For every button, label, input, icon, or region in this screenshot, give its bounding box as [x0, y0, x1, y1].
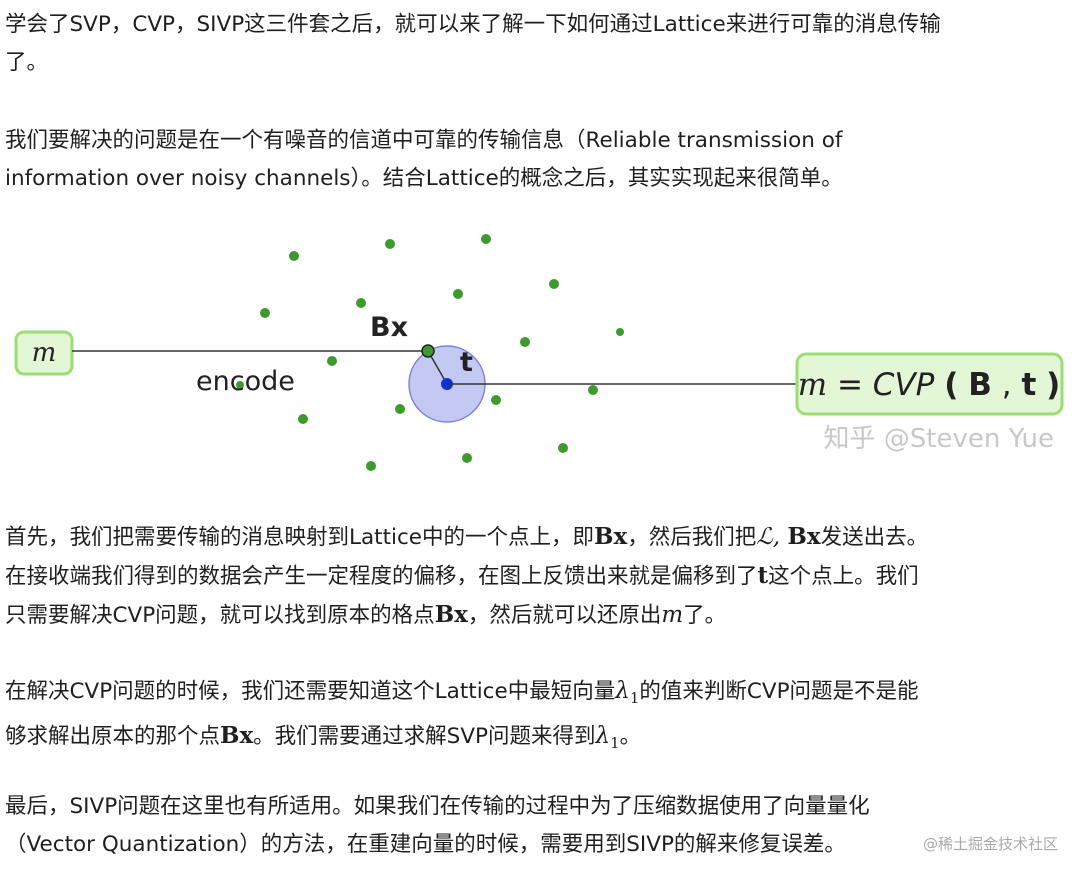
text-run: 的值来判断CVP问题是不是能: [639, 679, 919, 704]
lattice-point: [236, 381, 244, 389]
paragraph-line: 我们要解决的问题是在一个有噪音的信道中可靠的传输信息（Reliable tran…: [5, 128, 843, 153]
text-run: 首先，我们把需要传输的消息映射到Lattice中的一个点上，即: [5, 525, 595, 550]
lattice-point: [453, 289, 463, 299]
math-m: m: [661, 602, 684, 628]
text-run: ，然后就可以还原出: [467, 603, 662, 628]
paragraph-intro: 学会了SVP，CVP，SIVP这三件套之后，就可以来了解一下如何通过Lattic…: [5, 6, 1077, 82]
paragraph-line: 了。: [5, 50, 49, 75]
lattice-diagram: m encode Bx t m = CVP ( B , t ) 知乎 @Stev…: [14, 234, 1064, 471]
paragraph-line: 在接收端我们得到的数据会产生一定程度的偏移，在图上反馈出来就是偏移到了t这个点上…: [5, 557, 1077, 596]
paragraph-line: 只需要解决CVP问题，就可以找到原本的格点Bx，然后就可以还原出m了。: [5, 596, 1077, 635]
result-t: t: [1021, 367, 1036, 403]
text-run: 。: [619, 724, 642, 749]
result-m: m: [798, 367, 827, 403]
lattice-point: [558, 443, 568, 453]
result-cvp: CVP: [873, 367, 935, 403]
lattice-point: [395, 404, 405, 414]
result-paren-close: ): [1046, 367, 1060, 403]
paragraph-line: 够求解出原本的那个点Bx。我们需要通过求解SVP问题来得到λ1。: [5, 717, 1077, 762]
text-run: 只需要解决CVP问题，就可以找到原本的格点: [5, 603, 435, 628]
paragraph-line: 学会了SVP，CVP，SIVP这三件套之后，就可以来了解一下如何通过Lattic…: [5, 12, 941, 37]
text-run: 。我们需要通过求解SVP问题来得到: [253, 724, 596, 749]
lattice-point: [520, 337, 530, 347]
paragraph-sivp: 最后，SIVP问题在这里也有所适用。如果我们在传输的过程中为了压缩数据使用了向量…: [5, 788, 1077, 864]
site-watermark: @稀土掘金技术社区: [922, 835, 1058, 853]
lattice-point: [298, 414, 308, 424]
bx-label: Bx: [370, 312, 408, 343]
paragraph-svp: 在解决CVP问题的时候，我们还需要知道这个Lattice中最短向量λ1的值来判断…: [5, 672, 1077, 762]
result-equals: =: [837, 367, 873, 403]
lattice-point: [327, 356, 337, 366]
text-run: 发送出去。: [820, 525, 929, 550]
result-b: B: [968, 367, 992, 403]
paragraph-problem: 我们要解决的问题是在一个有噪音的信道中可靠的传输信息（Reliable tran…: [5, 122, 1077, 198]
figure-watermark: 知乎 @Steven Yue: [824, 424, 1054, 454]
text-run: 够求解出原本的那个点: [5, 724, 221, 749]
paragraph-line: information over noisy channels）。结合Latti…: [5, 166, 843, 191]
encode-label: encode: [196, 366, 295, 397]
lattice-point: [462, 453, 472, 463]
lattice-point-bx: [421, 344, 435, 358]
paragraph-process: 首先，我们把需要传输的消息映射到Lattice中的一个点上，即Bx，然后我们把ℒ…: [5, 518, 1077, 635]
math-t: t: [757, 562, 769, 589]
text-run: ，然后我们把: [627, 525, 757, 550]
lattice-points: [236, 234, 624, 471]
lattice-figure: m encode Bx t m = CVP ( B , t ) 知乎 @Stev…: [0, 228, 1080, 478]
math-lambda: λ: [595, 723, 611, 749]
math-subscript: 1: [610, 734, 620, 752]
math-bx: Bx: [787, 523, 821, 550]
math-lattice: ℒ,: [756, 524, 788, 550]
text-run: 这个点上。我们: [768, 564, 919, 589]
math-bx: Bx: [594, 523, 628, 550]
lattice-point: [549, 279, 559, 289]
text-run: 在接收端我们得到的数据会产生一定程度的偏移，在图上反馈出来就是偏移到了: [5, 564, 758, 589]
math-lambda: λ: [615, 678, 630, 704]
paragraph-line: 首先，我们把需要传输的消息映射到Lattice中的一个点上，即Bx，然后我们把ℒ…: [5, 518, 1077, 557]
message-input-box: [14, 330, 74, 376]
lattice-point: [616, 328, 624, 336]
lattice-point: [260, 308, 270, 318]
lattice-point: [481, 234, 491, 244]
t-label: t: [460, 347, 473, 378]
lattice-point: [588, 385, 598, 395]
result-comma: ,: [1002, 367, 1022, 403]
paragraph-line: 最后，SIVP问题在这里也有所适用。如果我们在传输的过程中为了压缩数据使用了向量…: [5, 794, 870, 819]
lattice-point: [491, 395, 501, 405]
lattice-point: [356, 298, 366, 308]
lattice-point: [366, 461, 376, 471]
math-bx: Bx: [434, 601, 468, 628]
result-formula: m = CVP ( B , t ): [798, 367, 1061, 403]
lattice-point: [385, 239, 395, 249]
math-bx: Bx: [220, 722, 254, 749]
lattice-point: [289, 251, 299, 261]
result-box: [795, 352, 1064, 416]
paragraph-line: （Vector Quantization）的方法，在重建向量的时候，需要用到SI…: [5, 832, 846, 857]
result-paren-open: (: [944, 367, 958, 403]
message-label: m: [32, 338, 57, 368]
text-run: 在解决CVP问题的时候，我们还需要知道这个Lattice中最短向量: [5, 679, 616, 704]
paragraph-line: 在解决CVP问题的时候，我们还需要知道这个Lattice中最短向量λ1的值来判断…: [5, 672, 1077, 717]
math-subscript: 1: [629, 689, 640, 707]
text-run: 了。: [683, 603, 727, 628]
